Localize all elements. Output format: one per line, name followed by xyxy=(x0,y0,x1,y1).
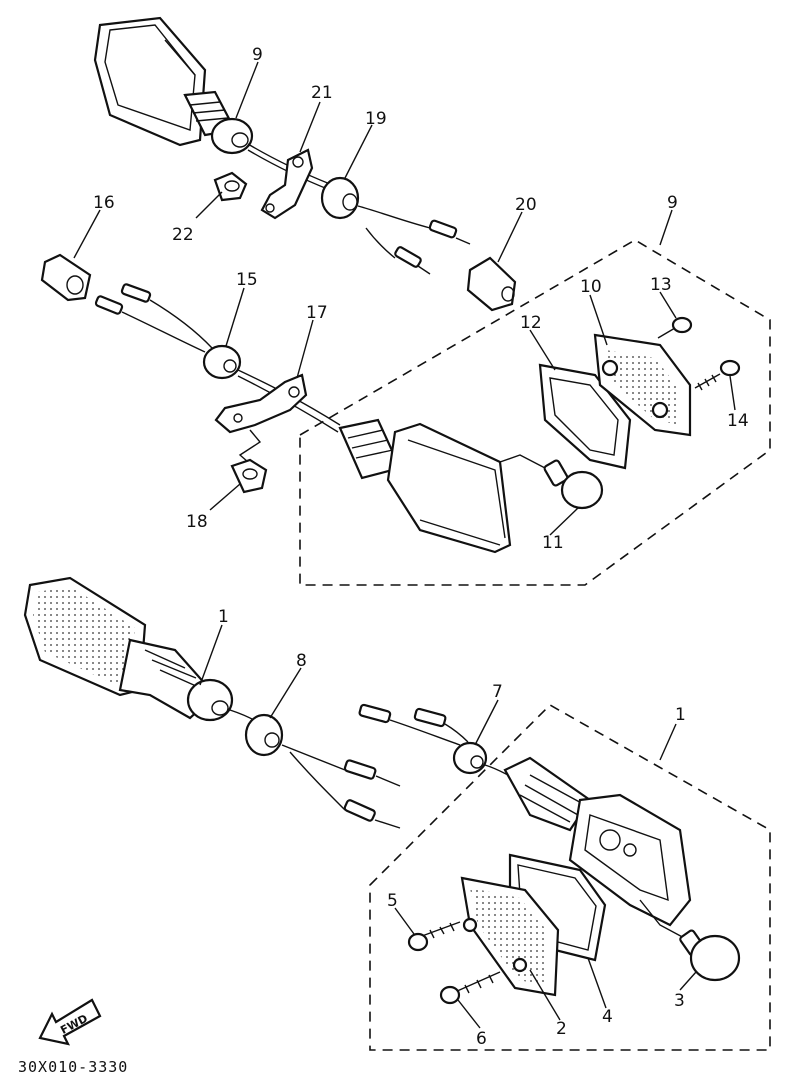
lens-2 xyxy=(460,876,560,997)
label-17: 17 xyxy=(306,303,328,323)
grommet-19 xyxy=(320,176,360,220)
assembly-box-1 xyxy=(369,704,771,1051)
label-22: 22 xyxy=(172,225,194,245)
label-16: 16 xyxy=(93,193,115,213)
cap-16 xyxy=(40,253,92,302)
bulb-11 xyxy=(543,459,604,510)
flasher-lens-middle xyxy=(338,418,512,554)
label-12: 12 xyxy=(520,313,542,333)
leader-lines xyxy=(73,61,736,1029)
label-8: 8 xyxy=(296,651,307,671)
screw-14 xyxy=(694,359,741,391)
flasher-lens-bottom xyxy=(23,576,217,720)
label-14: 14 xyxy=(727,411,749,431)
screw-13 xyxy=(657,316,693,339)
grommet-1 xyxy=(186,678,234,722)
wire-connectors-bottom-left xyxy=(281,744,401,829)
bracket-17 xyxy=(214,373,308,463)
leader-3 xyxy=(639,899,689,941)
callout-labels: 9 21 19 16 20 9 22 15 10 13 17 12 14 18 … xyxy=(93,45,749,1049)
label-21: 21 xyxy=(311,83,333,103)
flasher-lens-top xyxy=(93,16,237,147)
grommet-8 xyxy=(244,713,284,757)
bolt-22 xyxy=(213,171,248,202)
grommet-15 xyxy=(202,344,242,380)
label-5: 5 xyxy=(387,891,398,911)
leader-11 xyxy=(499,454,546,469)
bolt-18 xyxy=(230,458,268,494)
wire-connectors-top xyxy=(357,205,471,275)
label-11: 11 xyxy=(542,533,564,553)
flasher-body-right xyxy=(503,756,692,927)
bulb-3 xyxy=(679,929,741,982)
label-1-left: 1 xyxy=(218,607,229,627)
label-10: 10 xyxy=(580,277,602,297)
label-18: 18 xyxy=(186,512,208,532)
wire-connectors-bottom-right xyxy=(358,703,469,746)
label-15: 15 xyxy=(236,270,258,290)
assembly-box-9 xyxy=(299,239,771,586)
gasket-12 xyxy=(538,363,632,470)
label-1-box: 1 xyxy=(675,705,686,725)
label-7: 7 xyxy=(492,682,503,702)
grommet-20 xyxy=(466,256,517,312)
label-3: 3 xyxy=(674,991,685,1011)
bracket-21 xyxy=(260,148,314,220)
lens-10 xyxy=(593,333,692,437)
label-9-top: 9 xyxy=(252,45,263,65)
diagram-code: 30X010-3330 xyxy=(18,1058,128,1076)
label-20: 20 xyxy=(515,195,537,215)
grommet-9 xyxy=(210,117,254,155)
screw-6 xyxy=(439,971,501,1005)
wire-connectors-left xyxy=(94,283,213,353)
label-13: 13 xyxy=(650,275,672,295)
label-9-box: 9 xyxy=(667,193,678,213)
fwd-arrow-icon: FWD xyxy=(38,998,102,1046)
label-6: 6 xyxy=(476,1029,487,1049)
label-19: 19 xyxy=(365,109,387,129)
grommet-7 xyxy=(452,741,488,775)
label-2: 2 xyxy=(556,1019,567,1039)
screw-5 xyxy=(407,921,461,952)
label-4: 4 xyxy=(602,1007,613,1027)
